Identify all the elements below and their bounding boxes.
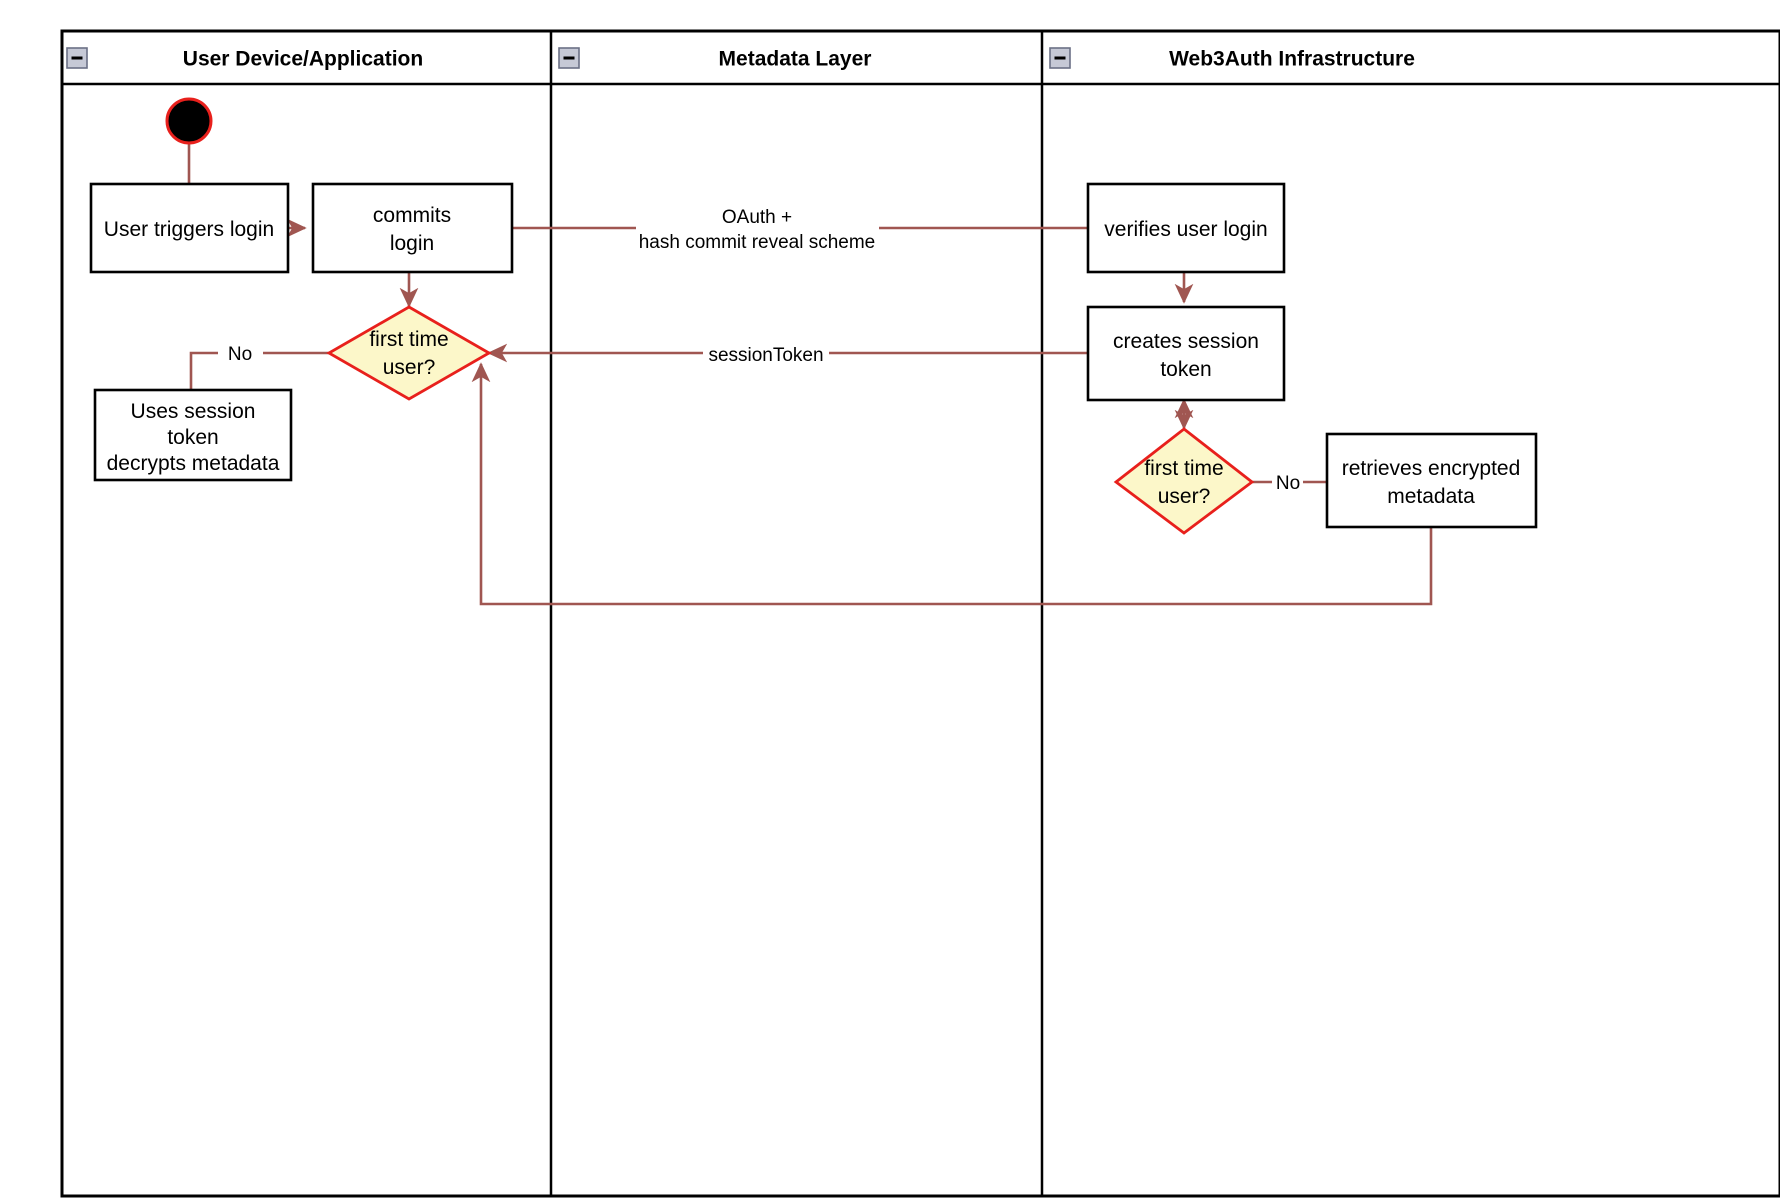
action-label-line-1: Uses session [131, 400, 256, 423]
action-verifies-user-login[interactable]: verifies user login [1086, 182, 1286, 274]
lane-header-web3auth[interactable]: Web3Auth Infrastructure [1049, 47, 1415, 71]
flow-retrieves-metadata-loop-back-to-decision-left [471, 362, 1433, 606]
start-node-circle [165, 97, 213, 145]
action-label-line-3: decrypts metadata [107, 452, 280, 475]
action-label-line-1: commits [373, 204, 451, 227]
decision-label-line-1: first time [1144, 457, 1223, 480]
action-label-line-2: token [1160, 358, 1211, 381]
decision-first-time-user-left[interactable]: first time user? [326, 305, 492, 401]
collapse-minus-icon[interactable] [66, 47, 88, 69]
action-label-line-2: token [167, 426, 218, 449]
action-creates-session-token[interactable]: creates session token [1086, 305, 1286, 402]
action-label: User triggers login [104, 218, 274, 241]
edge-label-no-left: No [228, 344, 252, 365]
action-user-triggers-login[interactable]: User triggers login [89, 182, 290, 274]
decision-diamond [326, 305, 492, 401]
decision-label-line-1: first time [369, 328, 448, 351]
collapse-minus-icon[interactable] [1049, 47, 1071, 69]
action-label-line-2: metadata [1387, 485, 1475, 508]
collapse-minus-icon[interactable] [558, 47, 580, 69]
action-box [1086, 305, 1286, 402]
action-label-line-2: login [390, 232, 434, 255]
decision-first-time-user-right[interactable]: first time user? [1113, 427, 1255, 535]
edge-label-session-token: sessionToken [708, 345, 823, 366]
lane-title-metadata: Metadata Layer [719, 48, 872, 71]
action-box [93, 388, 293, 482]
action-box [89, 182, 290, 274]
decision-label-line-2: user? [1158, 485, 1211, 508]
initial-node[interactable] [165, 97, 213, 145]
action-uses-session-token[interactable]: Uses session token decrypts metadata [93, 388, 293, 482]
action-label-line-1: retrieves encrypted [1342, 457, 1521, 480]
lane-title-user-device: User Device/Application [183, 48, 423, 71]
action-label: verifies user login [1104, 218, 1267, 241]
decision-label-line-2: user? [383, 356, 436, 379]
action-commits-login[interactable]: commits login [311, 182, 514, 274]
action-box [311, 182, 514, 274]
lane-header-metadata[interactable]: Metadata Layer [558, 47, 872, 71]
lane-title-web3auth: Web3Auth Infrastructure [1169, 48, 1415, 71]
edge-label-oauth-line-2: hash commit reveal scheme [639, 232, 876, 253]
decision-diamond [1113, 427, 1255, 535]
edge-label-oauth-line-1: OAuth + [722, 207, 792, 228]
lane-header-user-device[interactable]: User Device/Application [66, 47, 423, 71]
flow-decision-left-no-segment-b [189, 351, 218, 390]
action-retrieves-encrypted-metadata[interactable]: retrieves encrypted metadata [1325, 432, 1538, 529]
action-label-line-1: creates session [1113, 330, 1259, 353]
action-box [1086, 182, 1286, 274]
edge-labels: OAuth + hash commit reveal scheme sessio… [228, 207, 1300, 494]
flow-connectors: down to Uses session token --> retrieves… [187, 143, 1433, 606]
action-box [1325, 432, 1538, 529]
edge-label-no-right: No [1276, 473, 1300, 494]
